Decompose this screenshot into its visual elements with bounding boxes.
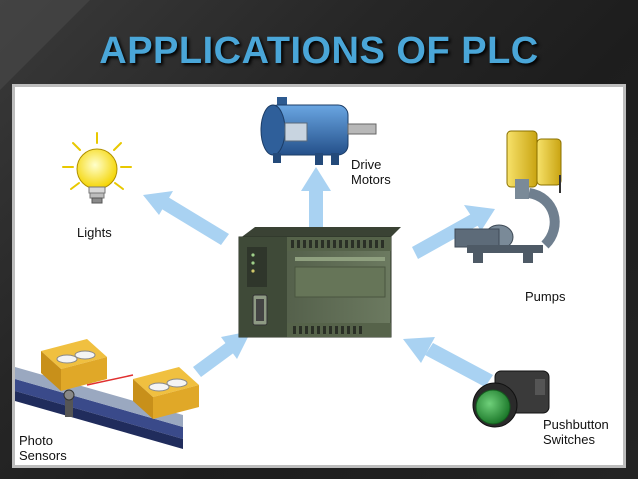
label-pushbutton-switches: Pushbutton Switches [543,417,612,447]
label-pushbutton-switches-line-1: Pushbutton [543,417,609,432]
light-bulb-image [62,132,132,204]
drive-motor-image [260,97,377,165]
label-pushbutton-switches-line-2: Switches [543,432,596,447]
label-photo-sensors-line-1: Photo [19,433,53,448]
pump-image [454,130,562,263]
photo-sensors-conveyor-image [15,339,199,449]
plc-controller-image [238,227,401,338]
label-lights-line-1: Lights [77,225,112,240]
label-drive-motors: Drive Motors [351,157,391,187]
label-photo-sensors: Photo Sensors [19,433,67,463]
arrow-to-lights [143,191,229,245]
label-pumps: Pumps [525,289,566,304]
pushbutton-switch-image [472,370,550,428]
plc-applications-diagram: Drive Motors Lights Pumps Photo Sensors … [15,97,612,463]
arrow-to-drive-motors [301,167,331,227]
label-lights: Lights [77,225,112,240]
label-pumps-line-1: Pumps [525,289,566,304]
slide-title: APPLICATIONS OF PLC [99,30,539,72]
slide-corner-decoration [0,0,90,90]
diagram-frame: Drive Motors Lights Pumps Photo Sensors … [12,84,626,468]
arrow-to-pumps [412,205,495,259]
label-drive-motors-line-1: Drive [351,157,381,172]
label-drive-motors-line-2: Motors [351,172,391,187]
arrow-from-photo-sensors [193,331,251,377]
label-photo-sensors-line-2: Sensors [19,448,67,463]
arrow-from-pushbutton-switches [403,337,493,387]
